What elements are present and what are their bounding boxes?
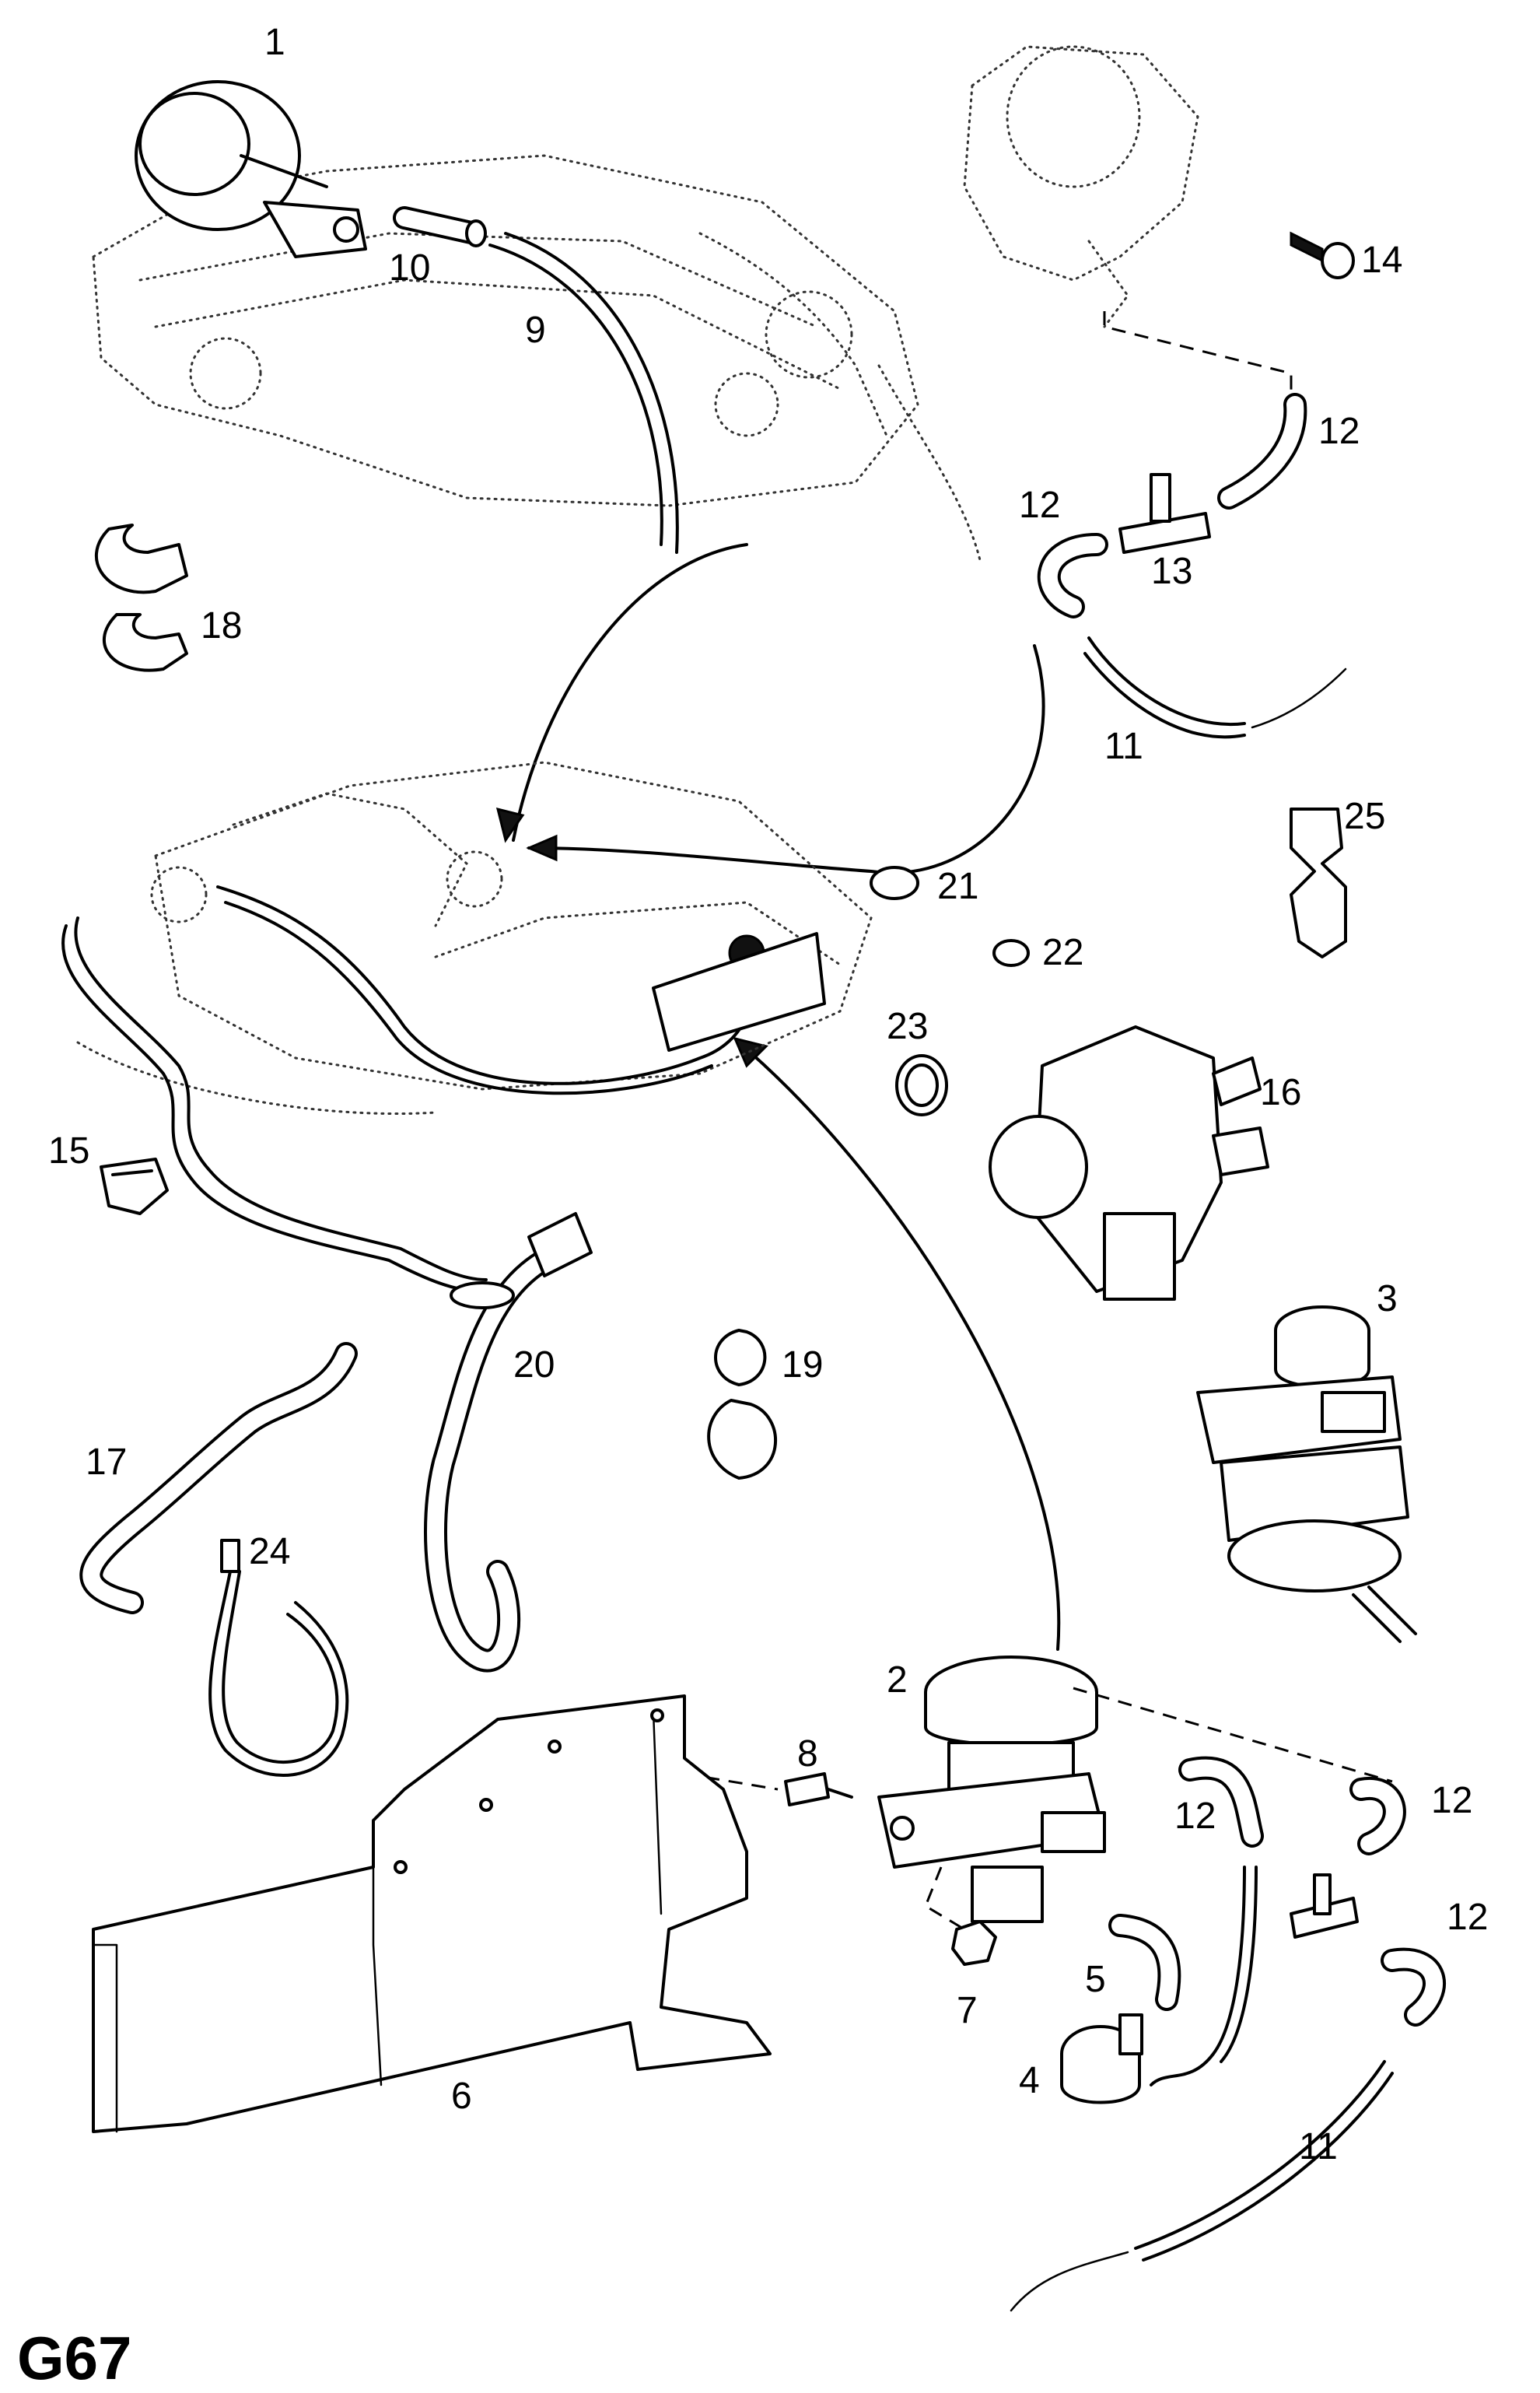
egr-valve	[135, 80, 367, 258]
callout-5: 5	[1085, 1959, 1106, 2000]
page-code: G67	[17, 2324, 131, 2392]
callout-12: 12	[1174, 1796, 1216, 1837]
pressure-converter-3	[1196, 1305, 1417, 1643]
vacuum-harness	[216, 885, 826, 1095]
callout-6: 6	[451, 2076, 472, 2117]
callout-12: 12	[1318, 411, 1360, 452]
callout-12: 12	[1447, 1897, 1488, 1938]
hose-12-lower-b	[1349, 1776, 1406, 1855]
callout-9: 9	[525, 310, 546, 351]
hose-9	[488, 232, 679, 554]
callout-24: 24	[249, 1531, 290, 1572]
cable-tie-24	[208, 1539, 349, 1777]
callout-20: 20	[513, 1344, 555, 1386]
clip-15	[100, 1158, 169, 1215]
bracket-6	[92, 1694, 772, 2133]
nut-7	[951, 1920, 997, 1966]
vacuum-unit-4	[1060, 2013, 1143, 2104]
long-hose-left	[61, 916, 488, 1293]
clip-19	[707, 1329, 777, 1480]
hose-12-top	[1217, 393, 1307, 510]
callout-23: 23	[887, 1006, 928, 1047]
callout-25: 25	[1344, 796, 1385, 837]
t-piece-13	[1118, 473, 1211, 554]
hose-12-mid	[1037, 533, 1108, 618]
hose-12-lower-a	[1178, 1756, 1264, 1848]
hose-20	[424, 1212, 593, 1673]
hose-17	[79, 1342, 358, 1614]
engine-center-outline	[76, 761, 873, 1116]
callout-7: 7	[957, 1990, 978, 2031]
callout-14: 14	[1361, 240, 1402, 281]
hose-11-upper	[1083, 636, 1347, 739]
clip-23	[895, 1054, 948, 1116]
valve-2	[877, 1655, 1106, 1923]
clip-21	[870, 866, 919, 900]
hose-5	[1108, 1914, 1181, 2011]
callout-11: 11	[1299, 2126, 1338, 2167]
solenoid-valve-16	[989, 1025, 1269, 1301]
callout-12: 12	[1431, 1780, 1472, 1821]
connector-8	[784, 1772, 853, 1806]
callout-13: 13	[1151, 551, 1192, 592]
t-piece-lower	[1290, 1873, 1359, 1939]
callout-3: 3	[1377, 1278, 1398, 1319]
callout-10: 10	[389, 247, 430, 289]
callout-18: 18	[201, 605, 242, 646]
callout-15: 15	[48, 1130, 89, 1172]
clip-18	[94, 524, 188, 672]
callout-12: 12	[1019, 485, 1060, 526]
callout-21: 21	[937, 866, 978, 907]
callout-16: 16	[1260, 1072, 1301, 1113]
screw-14	[1290, 231, 1355, 279]
callout-17: 17	[86, 1442, 127, 1483]
hose-10	[393, 206, 487, 247]
hose-11-lower	[1010, 1866, 1394, 2312]
pump-connection-line	[1103, 311, 1293, 397]
flow-arrows	[495, 543, 1061, 1651]
callout-1: 1	[264, 22, 285, 63]
engine-upper-outline	[92, 154, 982, 562]
callout-2: 2	[887, 1659, 908, 1701]
callout-4: 4	[1019, 2060, 1040, 2101]
callout-22: 22	[1042, 932, 1083, 973]
vacuum-pump-outline	[963, 45, 1199, 328]
callout-8: 8	[797, 1733, 818, 1775]
callout-11: 11	[1104, 726, 1143, 767]
callout-labels: 1 10 9 14 12 12 13 18 11 25 21 22 23 16 …	[48, 22, 1488, 2167]
clip-25	[1290, 808, 1347, 958]
clip-22	[992, 939, 1030, 967]
callout-19: 19	[782, 1344, 823, 1386]
hose-12-lower-c	[1381, 1947, 1446, 2027]
